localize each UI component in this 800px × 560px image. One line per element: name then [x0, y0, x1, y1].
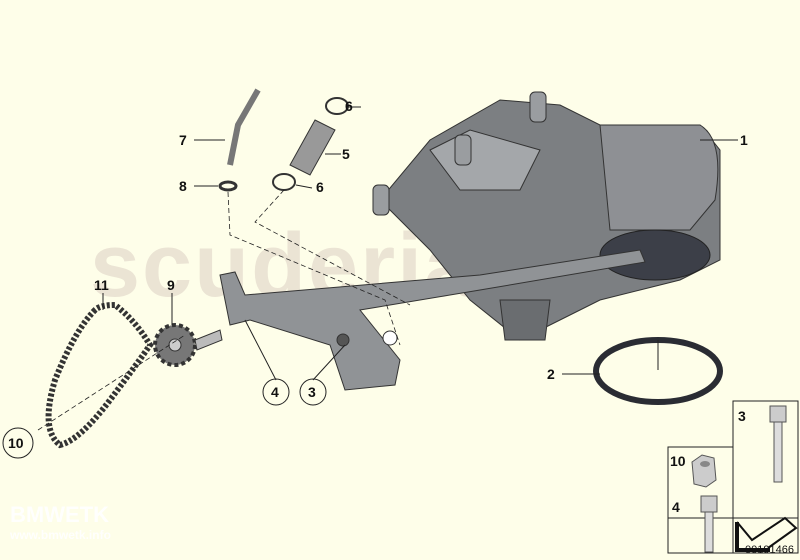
sprocket-9 — [153, 323, 223, 367]
callout-1[interactable]: 1 — [740, 132, 748, 148]
callout-7[interactable]: 7 — [179, 132, 187, 148]
bolt-4-icon — [700, 495, 718, 553]
inset-label-3: 3 — [738, 408, 746, 424]
o-ring-6a — [325, 97, 349, 115]
o-ring-6b — [272, 173, 296, 191]
oil-pump-housing — [372, 91, 721, 341]
callout-6b[interactable]: 6 — [316, 179, 324, 195]
callout-3-circle — [299, 378, 327, 406]
callout-2[interactable]: 2 — [547, 366, 555, 382]
drawing-number: 00191466 — [745, 544, 794, 556]
inset-label-4: 4 — [672, 499, 680, 515]
callout-4-circle — [262, 378, 290, 406]
inset-label-10: 10 — [670, 453, 686, 469]
bolt-3-icon — [769, 405, 787, 483]
nut-10-icon — [691, 454, 717, 488]
inset-panel: 3 10 4 — [667, 400, 799, 554]
callout-11[interactable]: 11 — [94, 277, 109, 293]
callout-10[interactable]: 10 — [8, 435, 24, 451]
callout-3[interactable]: 3 — [308, 384, 316, 400]
seal-8 — [218, 180, 238, 192]
callout-10-circle — [2, 427, 34, 459]
watermark-logo: BMWETK — [10, 502, 109, 527]
corner-mark-icon — [735, 516, 798, 552]
suction-pipe — [219, 249, 646, 391]
callout-5[interactable]: 5 — [342, 146, 350, 162]
chain-11 — [45, 301, 154, 449]
callout-8[interactable]: 8 — [179, 178, 187, 194]
callout-9[interactable]: 9 — [167, 277, 175, 293]
sleeve-5 — [289, 119, 336, 176]
callout-6a[interactable]: 6 — [345, 98, 353, 114]
watermark-url: www.bmwetk.info — [10, 528, 111, 542]
pipe-7 — [227, 88, 261, 166]
callout-4[interactable]: 4 — [271, 384, 279, 400]
